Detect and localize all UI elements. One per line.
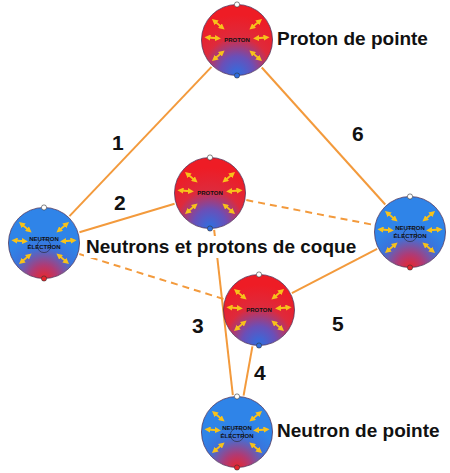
bond-line [244,346,253,395]
proton-node: PROTON [173,156,247,230]
top-notch [234,394,239,399]
force-arrow [252,21,260,28]
force-arrow [387,213,395,220]
force-arrow [256,36,266,39]
sphere-body [201,396,272,467]
force-arrow [63,239,73,242]
sphere-body [374,196,445,267]
particle-name: ÉLECTRON [394,232,427,240]
force-arrow [252,444,260,451]
callout-number: 3 [192,314,204,337]
heading-holder: Proton de pointe [277,28,428,50]
callout-number: 6 [352,122,364,145]
top-notch [234,2,239,7]
dashed-bond [79,254,223,299]
particle-name: NEUTRON [395,224,425,232]
particle-name: NEUTRON [222,424,252,432]
force-arrow [252,413,260,420]
top-notch [41,205,46,210]
force-arrow [59,224,67,231]
sphere-text-stack: NEUTRONÉLECTRON [373,195,447,269]
bond-line [262,67,385,204]
force-arrow [187,174,195,181]
sphere-text-stack: PROTON [222,273,296,347]
sphere-body [174,157,245,228]
force-arrow [252,52,260,59]
sphere-body [201,4,272,75]
node-heading: Proton de pointe [277,28,428,49]
neutron-node: NEUTRONÉLECTRON [7,206,81,280]
proton-node: PROTONProton de pointe [200,3,274,77]
particle-name: PROTON [224,36,250,44]
top-notch [407,194,412,199]
bottom-notch [256,343,261,348]
force-arrow [208,36,218,39]
top-notch [256,272,261,277]
sphere-text-stack: NEUTRONÉLECTRON [200,395,274,469]
bottom-notch [207,226,212,231]
force-arrow [274,322,282,329]
proton-node: PROTON [222,273,296,347]
force-arrow [21,224,29,231]
force-arrow [229,189,239,192]
top-notch [207,155,212,160]
force-arrow [274,291,282,298]
particle-name: ÉLECTRON [28,243,61,251]
group-label: Neutrons et protons de coque [84,236,358,258]
force-arrow [214,21,222,28]
force-arrow [225,205,233,212]
force-arrow [214,444,222,451]
callout-number: 2 [114,191,126,214]
force-arrow [214,413,222,420]
sphere-text-stack: PROTON [173,156,247,230]
force-arrow [214,52,222,59]
force-arrow [256,428,266,431]
particle-name: NEUTRON [29,235,59,243]
callout-number: 1 [112,131,124,154]
force-arrow [225,174,233,181]
neutron-sphere [200,395,274,469]
neutron-sphere [7,206,81,280]
force-arrow [59,255,67,262]
dashed-bond [246,200,373,225]
force-arrow [230,306,240,309]
force-arrow [429,228,439,231]
force-arrow [425,244,433,251]
force-arrow [381,228,391,231]
sphere-text-stack: PROTON [200,3,274,77]
sphere-body [223,274,294,345]
callout-number: 4 [254,361,266,384]
node-heading: Neutron de pointe [277,420,440,441]
force-arrow [236,322,244,329]
force-arrow [278,306,288,309]
bottom-notch [234,465,239,470]
neutron-node: NEUTRONÉLECTRON [373,195,447,269]
bottom-notch [234,73,239,78]
callout-number: 5 [332,312,344,335]
force-arrow [236,291,244,298]
heading-holder: Neutron de pointe [277,420,440,442]
force-arrow [208,428,218,431]
particle-name: ÉLECTRON [221,432,254,440]
particle-name: PROTON [246,306,272,314]
particle-name: PROTON [197,189,223,197]
force-arrow [187,205,195,212]
bottom-notch [407,265,412,270]
bottom-notch [41,276,46,281]
sphere-body [8,207,79,278]
force-arrow [21,255,29,262]
force-arrow [15,239,25,242]
bond-line [79,204,174,233]
neutron-sphere [373,195,447,269]
force-arrow [387,244,395,251]
force-arrow [425,213,433,220]
force-arrow [181,189,191,192]
sphere-text-stack: NEUTRONÉLECTRON [7,206,81,280]
neutron-node: NEUTRONÉLECTRONNeutron de pointe [200,395,274,469]
